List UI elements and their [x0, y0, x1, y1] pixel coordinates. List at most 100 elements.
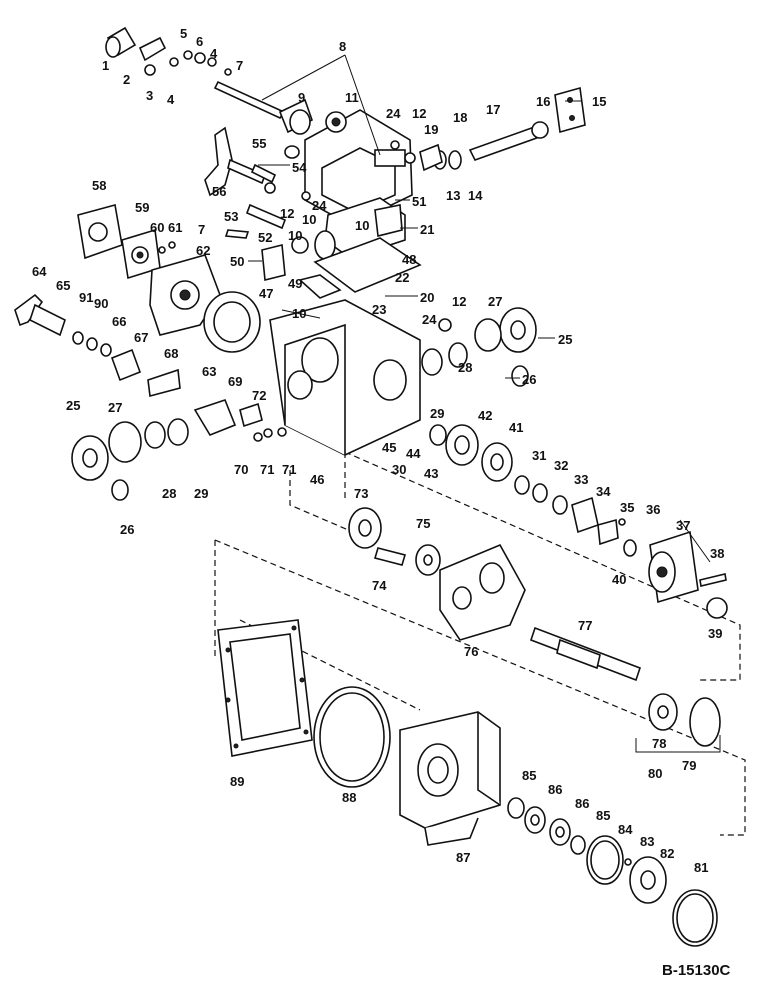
callout: 15 [592, 94, 606, 109]
callout: 18 [453, 110, 467, 125]
callout: 67 [134, 330, 148, 345]
callout: 65 [56, 278, 70, 293]
callout: 54 [292, 160, 307, 175]
callout: 50 [230, 254, 244, 269]
callout: 24 [386, 106, 401, 121]
left-hub-group [71, 418, 189, 501]
callout: 7 [236, 58, 243, 73]
callout: 63 [202, 364, 216, 379]
callout: 80 [648, 766, 662, 781]
callout: 16 [536, 94, 550, 109]
callout: 71 [282, 462, 296, 477]
callout: 51 [412, 194, 426, 209]
callout: 68 [164, 346, 178, 361]
callout: 82 [660, 846, 674, 861]
callout-labels: 1 2 3 4 4 5 6 7 8 9 11 24 12 19 18 17 16… [32, 26, 724, 875]
callout: 34 [596, 484, 611, 499]
callout: 12 [280, 206, 294, 221]
callout: 73 [354, 486, 368, 501]
upper-housing-cover [304, 109, 413, 226]
callout: 44 [406, 446, 421, 461]
callout: 46 [310, 472, 324, 487]
callout: 2 [123, 72, 130, 87]
callout: 3 [146, 88, 153, 103]
callout: 26 [120, 522, 134, 537]
callout: 72 [252, 388, 266, 403]
callout: 26 [522, 372, 536, 387]
callout: 1 [102, 58, 109, 73]
callout: 29 [430, 406, 444, 421]
callout: 24 [312, 198, 327, 213]
callout: 9 [298, 90, 305, 105]
callout: 56 [212, 184, 226, 199]
callout: 70 [234, 462, 248, 477]
callout: 7 [198, 222, 205, 237]
callout: 12 [412, 106, 426, 121]
valve-spool-group [105, 26, 313, 159]
callout: 78 [652, 736, 666, 751]
callout: 85 [596, 808, 610, 823]
callout: 32 [554, 458, 568, 473]
callout: 87 [456, 850, 470, 865]
bearing-stack [429, 424, 728, 619]
gasket-ring-63 [203, 291, 261, 353]
callout: 58 [92, 178, 106, 193]
output-shaft-group [529, 626, 721, 753]
callout: 4 [210, 46, 218, 61]
callout: 29 [194, 486, 208, 501]
callout: 35 [620, 500, 634, 515]
callout: 88 [342, 790, 356, 805]
callout: 19 [424, 122, 438, 137]
dashed-reference-lines [214, 451, 746, 836]
callout: 11 [345, 90, 359, 105]
callout: 81 [694, 860, 708, 875]
callout: 23 [372, 302, 386, 317]
callout: 66 [112, 314, 126, 329]
callout: 8 [339, 39, 346, 54]
callout: 45 [382, 440, 396, 455]
callout: 62 [196, 243, 210, 258]
callout: 74 [372, 578, 387, 593]
seal-ring-88 [313, 686, 391, 788]
callout: 91 [79, 290, 93, 305]
callout: 43 [424, 466, 438, 481]
right-hub-group [421, 307, 537, 387]
callout: 6 [196, 34, 203, 49]
callout: 52 [258, 230, 272, 245]
callout: 39 [708, 626, 722, 641]
callout: 40 [612, 572, 626, 587]
callout: 79 [682, 758, 696, 773]
callout: 10 [355, 218, 369, 233]
callout: 13 [446, 188, 460, 203]
callout: 49 [288, 276, 302, 291]
callout: 59 [135, 200, 149, 215]
callout: 20 [420, 290, 434, 305]
callout: 25 [558, 332, 572, 347]
callout: 69 [228, 374, 242, 389]
callout: 22 [395, 270, 409, 285]
shift-fork-group [204, 126, 311, 230]
callout: 89 [230, 774, 244, 789]
callout: 12 [452, 294, 466, 309]
callout: 77 [578, 618, 592, 633]
callout: 75 [416, 516, 430, 531]
callout: 41 [509, 420, 523, 435]
drawing-reference-code: B-15130C [662, 962, 731, 979]
main-transmission-case [269, 299, 421, 456]
callout: 25 [66, 398, 80, 413]
callout: 17 [486, 102, 500, 117]
rear-cover [399, 711, 501, 846]
callout: 42 [478, 408, 492, 423]
callout: 60 [150, 220, 164, 235]
callout: 36 [646, 502, 660, 517]
callout: 28 [458, 360, 472, 375]
callout: 5 [180, 26, 187, 41]
callout: 86 [548, 782, 562, 797]
callout: 61 [168, 220, 182, 235]
callout: 38 [710, 546, 724, 561]
leader-lines [248, 54, 711, 563]
callout: 10 [302, 212, 316, 227]
callout: 4 [167, 92, 175, 107]
cover-gasket [217, 619, 313, 757]
